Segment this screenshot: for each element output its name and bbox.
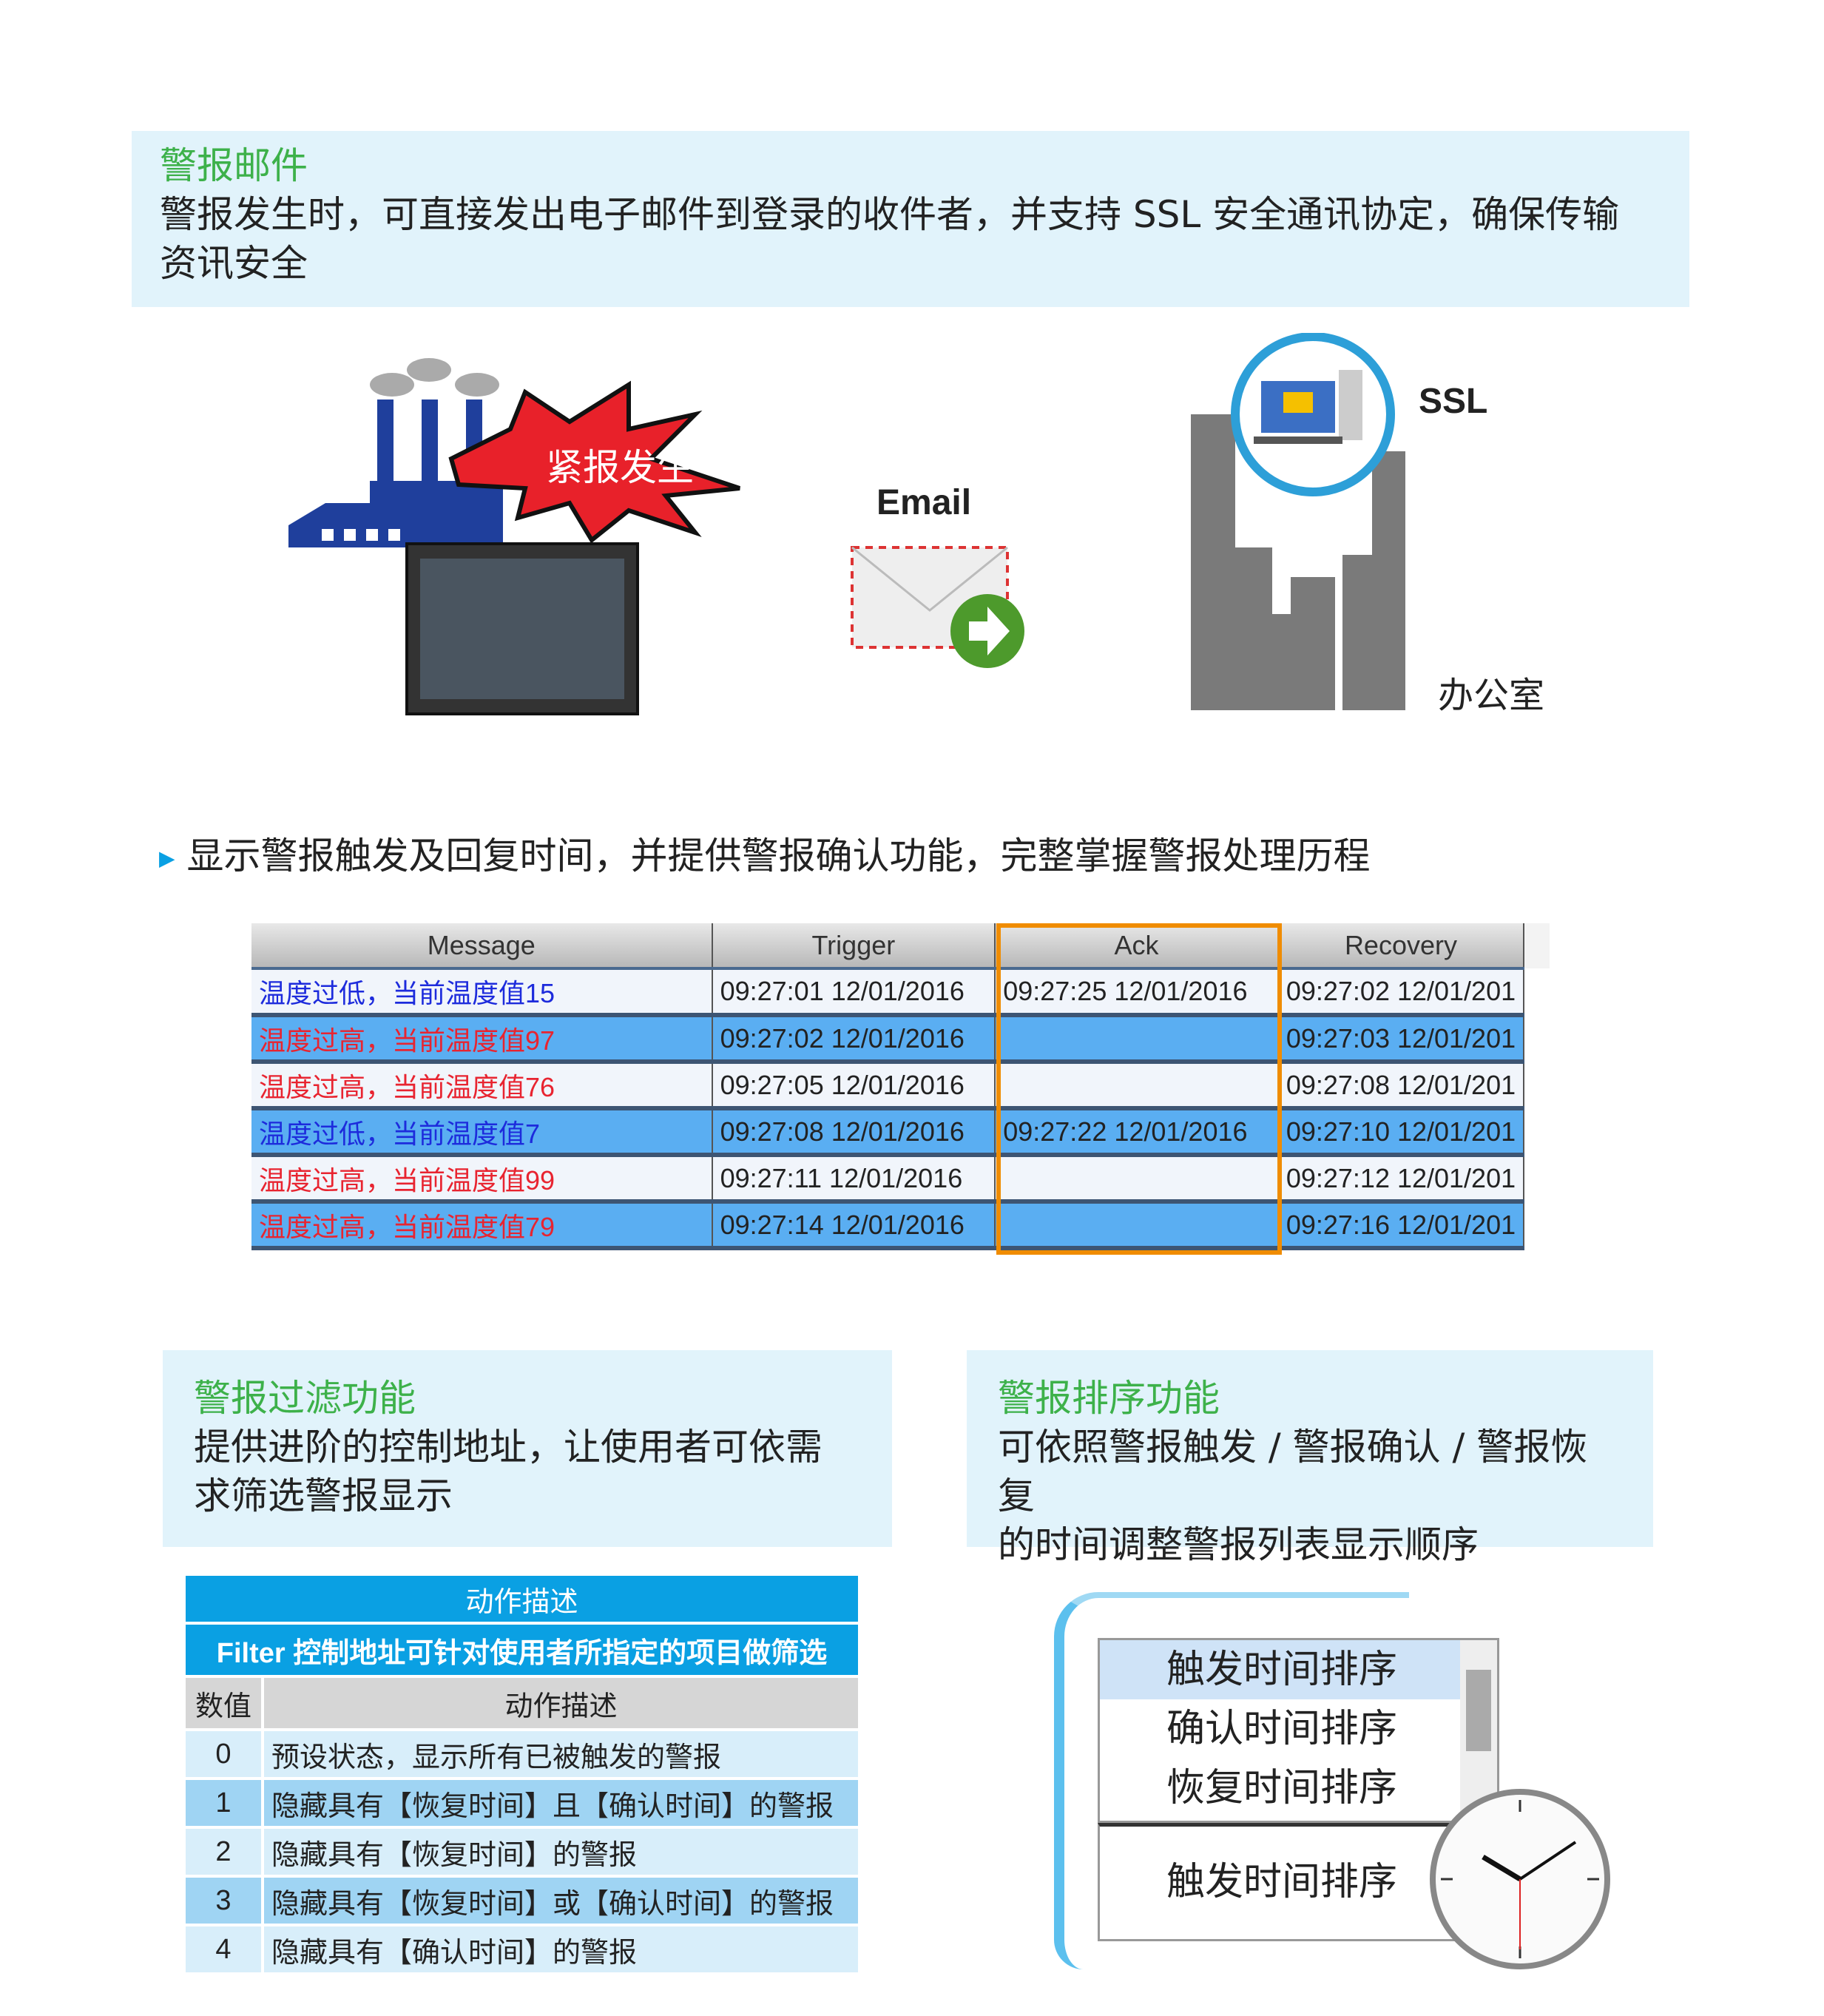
triangle-bullet-icon: ▶	[159, 846, 175, 871]
recovery-cell: 09:27:03 12/01/201	[1277, 1015, 1525, 1064]
ack-cell	[995, 1015, 1279, 1064]
filter-desc-1: 提供进阶的控制地址，让使用者可依需	[194, 1426, 823, 1469]
bullet-text: 显示警报触发及回复时间，并提供警报确认功能，完整掌握警报处理历程	[186, 835, 1371, 877]
message-cell: 温度过低，当前温度值15	[251, 968, 713, 1017]
email-title: 警报邮件	[160, 144, 308, 187]
filter-value: 4	[183, 1924, 264, 1975]
filter-value: 3	[183, 1875, 264, 1926]
scrollbar-track[interactable]	[1524, 1155, 1550, 1201]
recovery-cell: 09:27:10 12/01/201	[1277, 1108, 1525, 1157]
header-trigger[interactable]: Trigger	[712, 923, 996, 970]
header-ack[interactable]: Ack	[995, 923, 1279, 970]
alarm-table-header: Message Trigger Ack Recovery	[251, 923, 1550, 970]
office-label: 办公室	[1438, 675, 1545, 716]
sort-option[interactable]: 触发时间排序	[1100, 1640, 1460, 1699]
alarm-burst-label: 紧报发生	[546, 446, 694, 489]
factory-hmi-illustration	[288, 358, 740, 715]
message-cell: 温度过高，当前温度值97	[251, 1015, 713, 1064]
sort-frame-accent	[1054, 1592, 1409, 1969]
scrollbar-track[interactable]	[1524, 1201, 1550, 1248]
ack-cell: 09:27:22 12/01/2016	[995, 1108, 1279, 1157]
message-cell: 温度过高，当前温度值99	[251, 1155, 713, 1204]
ack-cell	[995, 1201, 1279, 1250]
sort-section: 警报排序功能 可依照警报触发 / 警报确认 / 警报恢复 的时间调整警报列表显示…	[967, 1350, 1653, 1566]
sort-option[interactable]: 恢复时间排序	[1166, 1766, 1398, 1810]
scrollbar-track[interactable]	[1524, 1015, 1550, 1062]
sort-option[interactable]: 确认时间排序	[1166, 1707, 1398, 1751]
filter-desc: 隐藏具有【恢复时间】或【确认时间】的警报	[261, 1875, 861, 1926]
sort-desc-2: 的时间调整警报列表显示顺序	[998, 1523, 1479, 1566]
list-scrollbar[interactable]	[1460, 1640, 1497, 1821]
filter-value: 0	[183, 1728, 264, 1780]
filter-desc: 隐藏具有【恢复时间】的警报	[261, 1826, 861, 1878]
sort-selected-box[interactable]: 触发时间排序	[1098, 1823, 1499, 1941]
message-cell: 温度过高，当前温度值76	[251, 1062, 713, 1110]
sort-selected-value: 触发时间排序	[1166, 1860, 1398, 1904]
filter-desc: 预设状态，显示所有已被触发的警报	[261, 1728, 861, 1780]
clock-icon	[1430, 1789, 1610, 1969]
alarm-burst-icon	[448, 380, 740, 544]
recovery-cell: 09:27:08 12/01/201	[1277, 1062, 1525, 1110]
trigger-cell: 09:27:01 12/01/2016	[712, 968, 996, 1017]
email-desc-2: 资讯安全	[160, 242, 308, 285]
recovery-cell: 09:27:12 12/01/201	[1277, 1155, 1525, 1204]
header-recovery[interactable]: Recovery	[1277, 923, 1525, 970]
ack-cell: 09:27:25 12/01/2016	[995, 968, 1279, 1017]
filter-table-title: 动作描述	[183, 1573, 861, 1625]
col-value: 数值	[183, 1675, 264, 1731]
filter-section: 警报过滤功能 提供进阶的控制地址，让使用者可依需 求筛选警报显示	[163, 1350, 892, 1547]
filter-desc-2: 求筛选警报显示	[194, 1474, 453, 1517]
envelope-send-icon	[851, 546, 1024, 668]
bullet-line: ▶ 显示警报触发及回复时间，并提供警报确认功能，完整掌握警报处理历程	[159, 832, 1370, 883]
filter-value: 1	[183, 1777, 264, 1829]
alarm-table: Message Trigger Ack Recovery 温度过低，当前温度值1…	[251, 923, 1550, 1250]
scrollbar-track[interactable]	[1524, 968, 1550, 1015]
office-building-illustration	[1191, 333, 1405, 710]
trigger-cell: 09:27:05 12/01/2016	[712, 1062, 996, 1110]
sort-desc-1: 可依照警报触发 / 警报确认 / 警报恢复	[998, 1426, 1588, 1517]
email-desc-1: 警报发生时，可直接发出电子邮件到登录的收件者，并支持 SSL 安全通讯协定，确保…	[160, 193, 1620, 236]
filter-value: 2	[183, 1826, 264, 1878]
ssl-label: SSL	[1419, 382, 1488, 421]
ack-column-highlight	[996, 923, 1282, 1255]
email-label: Email	[876, 483, 972, 522]
ack-cell	[995, 1062, 1279, 1110]
trigger-cell: 09:27:11 12/01/2016	[712, 1155, 996, 1204]
filter-table-subtitle: Filter 控制地址可针对使用者所指定的项目做筛选	[183, 1622, 861, 1678]
recovery-cell: 09:27:16 12/01/201	[1277, 1201, 1525, 1250]
scrollbar[interactable]	[1524, 923, 1550, 968]
ack-cell	[995, 1155, 1279, 1204]
email-section: 警报邮件 警报发生时，可直接发出电子邮件到登录的收件者，并支持 SSL 安全通讯…	[132, 131, 1689, 307]
trigger-cell: 09:27:08 12/01/2016	[712, 1108, 996, 1157]
message-cell: 温度过低，当前温度值7	[251, 1108, 713, 1157]
sort-dropdown-list: 触发时间排序确认时间排序恢复时间排序	[1098, 1638, 1499, 1823]
scrollbar-track[interactable]	[1524, 1062, 1550, 1108]
header-message[interactable]: Message	[251, 923, 713, 970]
message-cell: 温度过高，当前温度值79	[251, 1201, 713, 1250]
filter-title: 警报过滤功能	[194, 1377, 416, 1420]
sort-title: 警报排序功能	[998, 1377, 1220, 1420]
trigger-cell: 09:27:02 12/01/2016	[712, 1015, 996, 1064]
filter-desc: 隐藏具有【确认时间】的警报	[261, 1924, 861, 1975]
recovery-cell: 09:27:02 12/01/201	[1277, 968, 1525, 1017]
col-desc: 动作描述	[261, 1675, 861, 1731]
filter-desc: 隐藏具有【恢复时间】且【确认时间】的警报	[261, 1777, 861, 1829]
scrollbar-track[interactable]	[1524, 1108, 1550, 1155]
trigger-cell: 09:27:14 12/01/2016	[712, 1201, 996, 1250]
filter-table: 动作描述 Filter 控制地址可针对使用者所指定的项目做筛选 数值动作描述 0…	[183, 1573, 861, 1975]
